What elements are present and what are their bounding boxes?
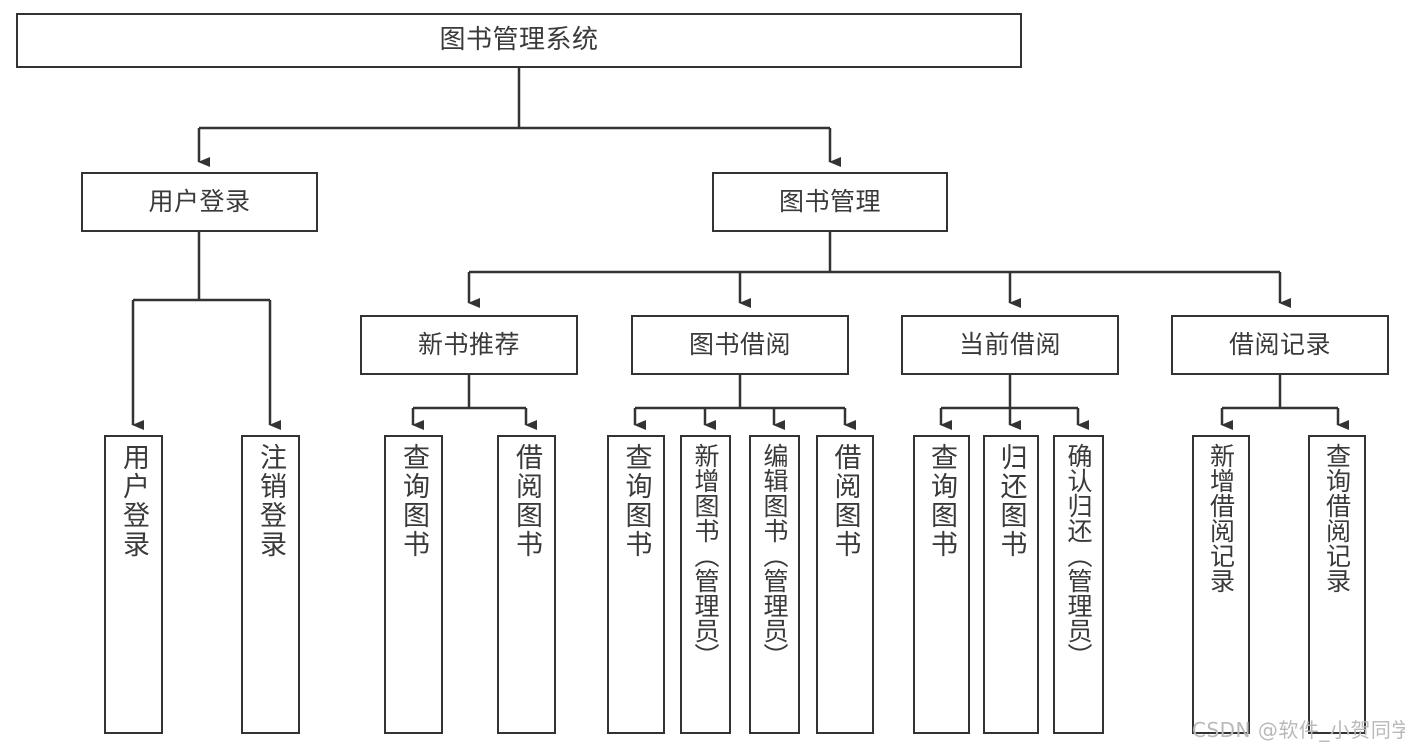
- node-book-management[interactable]: 图书管理: [712, 172, 948, 232]
- node-label: 新增图书（管理员）: [691, 443, 720, 668]
- node-leaf-confirm-return[interactable]: 确认归还（管理员）: [1053, 435, 1104, 734]
- node-leaf-return-book[interactable]: 归还图书: [983, 435, 1039, 734]
- node-label: 图书借阅: [688, 329, 791, 359]
- node-root-book-management-system[interactable]: 图书管理系统: [16, 13, 1022, 68]
- node-leaf-edit-book[interactable]: 编辑图书（管理员）: [749, 435, 800, 734]
- node-new-book-recommend[interactable]: 新书推荐: [360, 315, 578, 375]
- node-leaf-query-book-2[interactable]: 查询图书: [607, 435, 665, 734]
- node-label: 编辑图书（管理员）: [760, 443, 789, 668]
- node-label: 新增借阅记录: [1206, 443, 1236, 593]
- node-label: 查询图书: [620, 443, 652, 559]
- node-label: 当前借阅: [958, 329, 1061, 359]
- node-label: 确认归还（管理员）: [1064, 443, 1093, 668]
- csdn-watermark: CSDN @软件_小贺同学: [1192, 718, 1405, 742]
- node-leaf-add-book[interactable]: 新增图书（管理员）: [680, 435, 731, 734]
- node-borrow-record[interactable]: 借阅记录: [1171, 315, 1389, 375]
- node-label: 借阅记录: [1228, 329, 1331, 359]
- node-label: 查询借阅记录: [1322, 443, 1352, 593]
- node-current-borrow[interactable]: 当前借阅: [901, 315, 1119, 375]
- node-user-login[interactable]: 用户登录: [81, 172, 318, 232]
- node-leaf-borrow-book-2[interactable]: 借阅图书: [816, 435, 874, 734]
- node-label: 借阅图书: [829, 443, 861, 559]
- node-label: 新书推荐: [417, 329, 520, 359]
- node-label: 查询图书: [926, 443, 957, 559]
- node-label: 图书管理系统: [439, 24, 599, 55]
- node-leaf-logout-login[interactable]: 注销登录: [241, 435, 300, 734]
- node-book-borrow[interactable]: 图书借阅: [631, 315, 849, 375]
- node-label: 图书管理: [778, 186, 881, 216]
- node-leaf-query-book-3[interactable]: 查询图书: [913, 435, 970, 734]
- node-leaf-user-login[interactable]: 用户登录: [104, 435, 163, 734]
- node-leaf-query-record[interactable]: 查询借阅记录: [1308, 435, 1366, 734]
- node-leaf-query-book-1[interactable]: 查询图书: [384, 435, 443, 734]
- node-label: 用户登录: [148, 186, 251, 216]
- node-leaf-add-record[interactable]: 新增借阅记录: [1192, 435, 1250, 734]
- node-label: 借阅图书: [511, 443, 542, 559]
- node-label: 注销登录: [255, 443, 286, 559]
- node-label: 用户登录: [118, 443, 149, 559]
- node-label: 归还图书: [995, 443, 1027, 559]
- node-leaf-borrow-book-1[interactable]: 借阅图书: [497, 435, 556, 734]
- node-label: 查询图书: [398, 443, 429, 559]
